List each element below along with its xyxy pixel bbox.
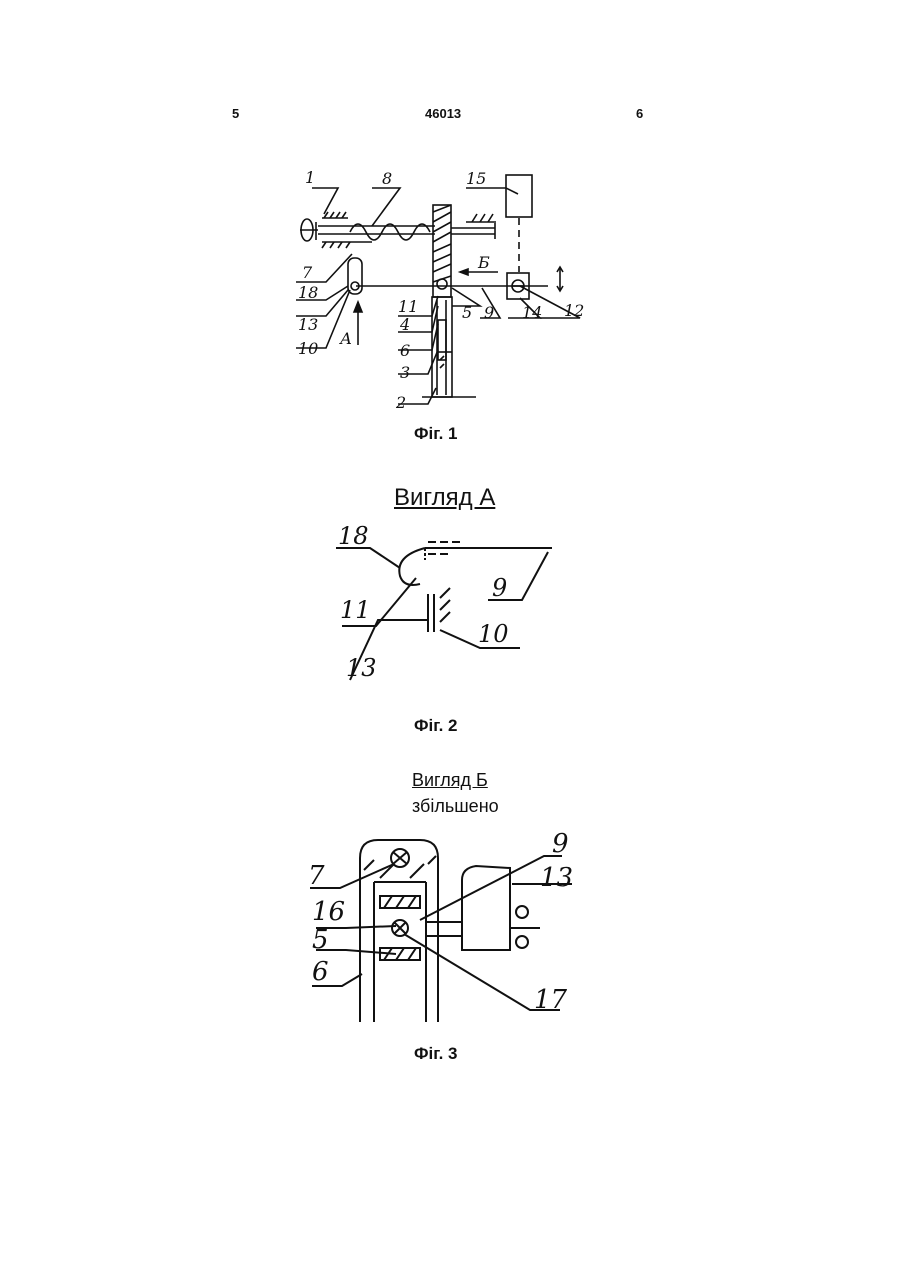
fig3-label-5: 5 <box>312 925 329 955</box>
fig3-label-9: 9 <box>552 829 569 859</box>
fig3-label-6: 6 <box>312 957 329 987</box>
fig3-label-16: 16 <box>312 897 345 927</box>
figure-3-caption: Фіг. 3 <box>414 1044 458 1064</box>
fig3-label-7: 7 <box>308 861 325 891</box>
fig3-label-13: 13 <box>540 863 573 893</box>
fig3-label-17: 17 <box>534 985 568 1015</box>
